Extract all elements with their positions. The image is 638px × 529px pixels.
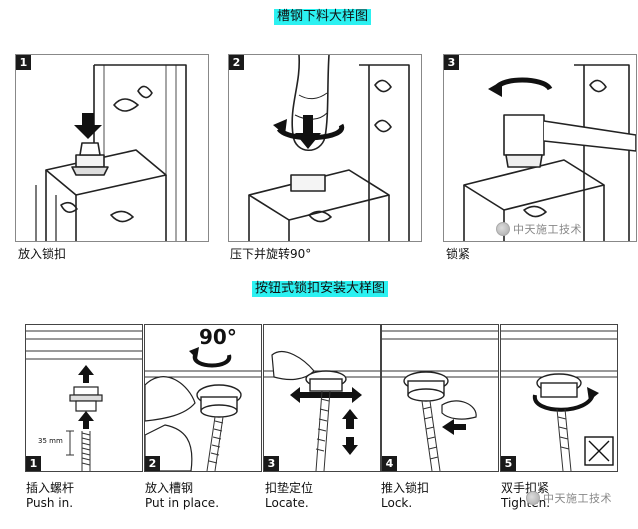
bottom-step-5-panel: 5	[500, 324, 618, 472]
top-step-1-panel: 1	[15, 54, 209, 242]
wechat-icon	[526, 491, 540, 505]
step-number-badge: 1	[26, 456, 41, 471]
caption-en: Lock.	[381, 496, 413, 510]
step-number-badge: 3	[264, 456, 279, 471]
top-step-2-caption: 压下并旋转90°	[230, 247, 312, 261]
tighten-wrench-illustration	[463, 64, 636, 241]
press-rotate-illustration	[248, 55, 410, 241]
locate-pad-illustration	[264, 350, 380, 471]
wechat-icon	[496, 222, 510, 236]
bottom-step-3-panel: 3	[263, 324, 381, 472]
bottom-step-2-panel: 2 90°	[144, 324, 262, 472]
caption-cn: 推入锁扣	[381, 481, 430, 495]
channel-lock-illustration	[35, 64, 187, 241]
up-arrow-icon	[78, 411, 94, 429]
caption-en: Locate.	[265, 496, 309, 510]
angle-label: 90°	[199, 325, 237, 349]
bottom-section-title: 按钮式锁扣安装大样图	[252, 281, 389, 297]
rotate-arrow-icon	[493, 77, 553, 91]
down-arrow-icon	[74, 113, 102, 139]
step-number-badge: 1	[16, 55, 31, 70]
watermark: 中天施工技术	[496, 221, 582, 237]
bottom-step-1-panel: 1 35 mm	[25, 324, 143, 472]
push-in-rod-illustration	[26, 330, 142, 471]
dimension-label: 35 mm	[38, 437, 63, 445]
wrench-prohibited-icon	[584, 436, 614, 466]
step-number-badge: 3	[444, 55, 459, 70]
step-number-badge: 2	[145, 456, 160, 471]
rotate-arrow-icon	[192, 354, 232, 368]
top-step-2-panel: 2	[228, 54, 422, 242]
push-lock-illustration	[382, 330, 498, 471]
up-down-arrow-icon	[342, 409, 358, 455]
caption-cn: 放入槽钢	[145, 481, 194, 495]
watermark: 中天施工技术	[526, 490, 612, 506]
top-step-3-panel: 3 中天施工技术	[443, 54, 637, 242]
step-number-badge: 2	[229, 55, 244, 70]
left-arrow-icon	[442, 419, 466, 435]
step-number-badge: 4	[382, 456, 397, 471]
up-arrow-icon	[78, 365, 94, 383]
caption-cn: 扣垫定位	[265, 481, 314, 495]
caption-en: Put in place.	[145, 496, 220, 510]
top-step-3-caption: 锁紧	[446, 247, 471, 261]
down-arrow-icon	[295, 115, 321, 149]
caption-en: Push in.	[26, 496, 74, 510]
top-step-1-caption: 放入锁扣	[18, 247, 67, 261]
step-number-badge: 5	[501, 456, 516, 471]
caption-cn: 插入螺杆	[26, 481, 75, 495]
left-right-arrow-icon	[290, 387, 362, 403]
tighten-by-hand-illustration	[501, 330, 617, 471]
top-section-title: 槽钢下料大样图	[274, 9, 372, 25]
bottom-step-4-panel: 4	[381, 324, 499, 472]
